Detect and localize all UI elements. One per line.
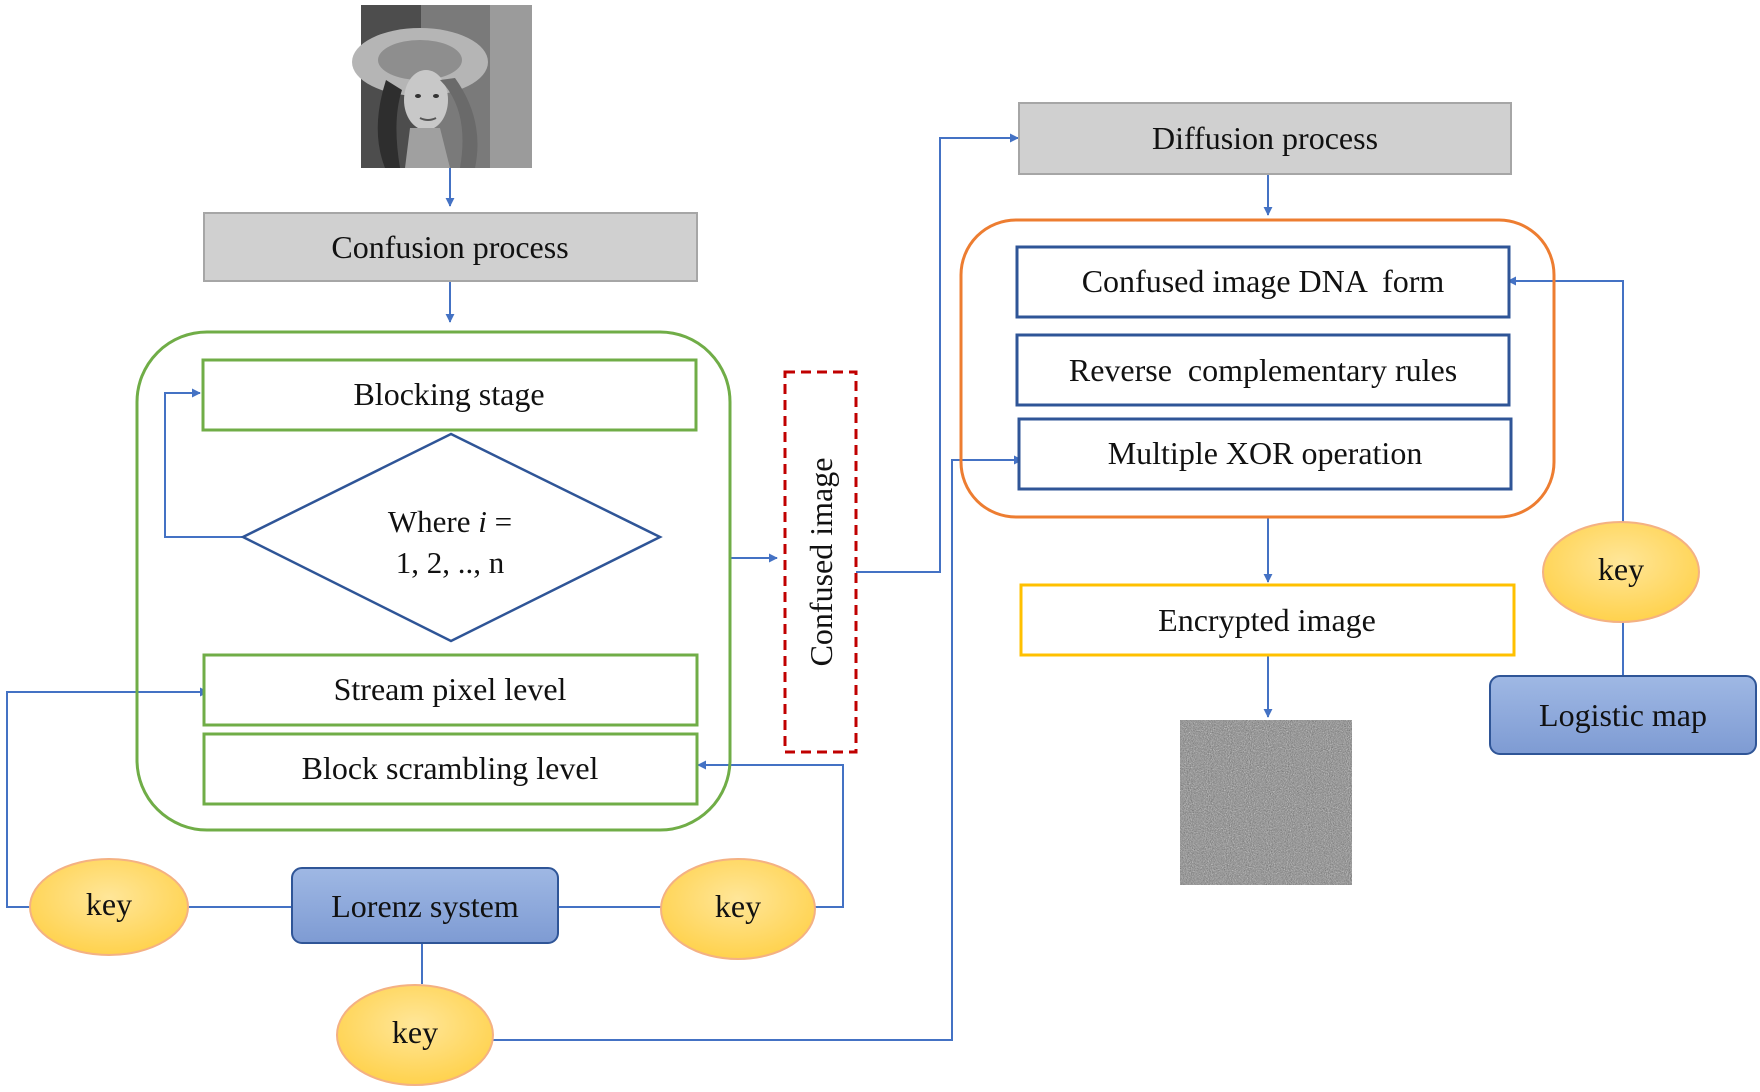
loop-condition-text: Where i =	[388, 504, 512, 539]
diffusion-container	[959, 218, 1556, 519]
stream-pixel-level-box: Stream pixel level	[202, 653, 699, 727]
diffusion-process-header: Diffusion process	[1018, 102, 1512, 175]
encrypted-image-label: Encrypted image	[1158, 602, 1376, 638]
loop-variable: i	[478, 504, 487, 539]
connectors	[6, 133, 1624, 1041]
confused-image-label: Confused image	[803, 458, 839, 667]
key-logistic-label: key	[1598, 551, 1644, 587]
arrow-key-to-xor	[492, 455, 1023, 1041]
lorenz-system-box: Lorenz system	[291, 867, 559, 944]
logistic-map-box: Logistic map	[1489, 675, 1757, 755]
encrypted-image-box: Encrypted image	[1019, 583, 1516, 657]
confusion-process-header: Confusion process	[203, 212, 698, 282]
loop-prefix: Where	[388, 504, 478, 539]
confusion-process-label: Confusion process	[331, 229, 568, 265]
arrow-key-to-scrambling	[697, 760, 844, 908]
confused-image-box: Confused image	[783, 370, 858, 754]
arrow-key-to-dna	[1507, 276, 1624, 522]
dna-form-box: Confused image DNA form	[1015, 245, 1511, 319]
source-image	[352, 5, 532, 168]
diffusion-process-label: Diffusion process	[1152, 120, 1378, 156]
dna-form-label: Confused image DNA form	[1082, 263, 1445, 299]
logistic-map-label: Logistic map	[1539, 697, 1707, 733]
key-left-label: key	[86, 886, 132, 922]
block-scrambling-level-label: Block scrambling level	[302, 750, 599, 786]
loop-suffix: =	[487, 504, 512, 539]
xor-operation-box: Multiple XOR operation	[1017, 417, 1513, 491]
lorenz-system-label: Lorenz system	[331, 888, 519, 924]
xor-operation-label: Multiple XOR operation	[1108, 435, 1423, 471]
reverse-rules-box: Reverse complementary rules	[1015, 333, 1511, 407]
arrow-key-to-stream	[6, 687, 209, 908]
arrow-confused-to-diffusion	[856, 133, 1019, 573]
blocking-stage-box: Blocking stage	[201, 358, 698, 432]
reverse-rules-label: Reverse complementary rules	[1069, 352, 1457, 388]
key-bottom-ellipse: key	[336, 984, 494, 1086]
key-right-label: key	[715, 888, 761, 924]
loop-decision-diamond: Where i = 1, 2, .., n	[240, 432, 663, 643]
block-scrambling-level-box: Block scrambling level	[202, 732, 699, 806]
arrow-loop-back	[164, 388, 243, 538]
loop-range-text: 1, 2, .., n	[396, 545, 505, 580]
blocking-stage-label: Blocking stage	[353, 376, 544, 412]
key-bottom-label: key	[392, 1014, 438, 1050]
encrypted-noise-image	[1180, 720, 1352, 885]
key-logistic-ellipse: key	[1542, 521, 1700, 623]
key-right-ellipse: key	[660, 858, 816, 960]
key-left-ellipse: key	[29, 858, 189, 956]
stream-pixel-level-label: Stream pixel level	[334, 671, 567, 707]
confusion-container	[135, 330, 732, 832]
